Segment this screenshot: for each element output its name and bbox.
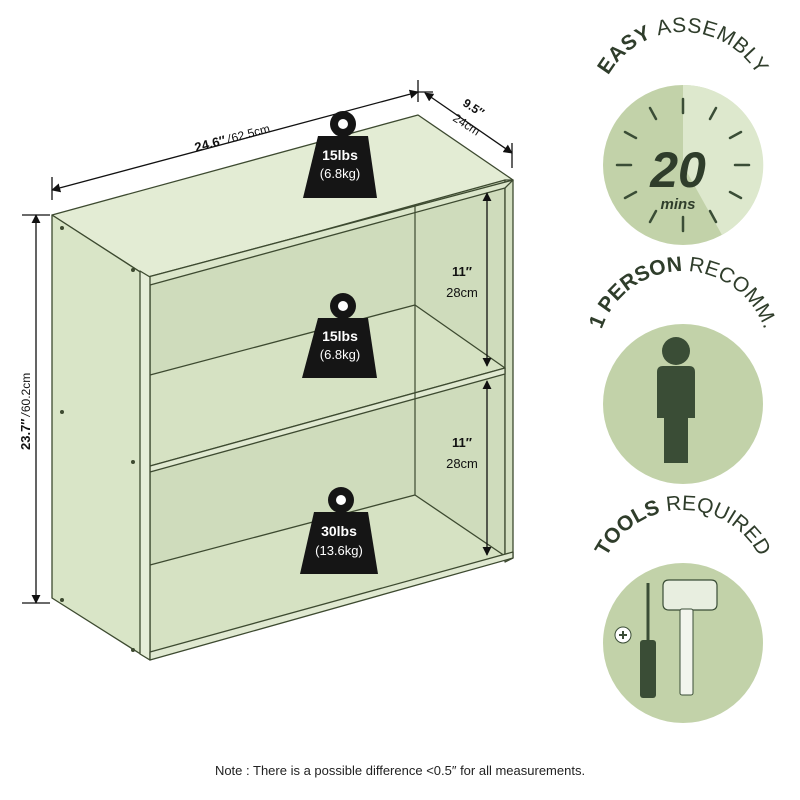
weight-icon-bottom: 30lbs (13.6kg) bbox=[300, 487, 378, 574]
assembly-badge: EASYASSEMBLY 20 mins bbox=[593, 14, 773, 245]
assembly-badge-title: EASYASSEMBLY bbox=[593, 14, 773, 78]
measurement-note: Note : There is a possible difference <0… bbox=[214, 763, 586, 778]
bottom-front-edge bbox=[149, 551, 514, 661]
screwdriver-icon bbox=[614, 583, 656, 698]
shelf-gap-bottom-imperial: 11″ bbox=[452, 435, 472, 450]
shelf-gap-bottom-metric: 28cm bbox=[446, 456, 478, 471]
svg-text:(6.8kg): (6.8kg) bbox=[320, 166, 360, 181]
bookcase bbox=[51, 114, 514, 661]
weight-icon-middle: 15lbs (6.8kg) bbox=[302, 293, 377, 378]
clock-ticks-icon bbox=[615, 97, 751, 233]
hammer-icon bbox=[662, 579, 718, 696]
svg-text:30lbs: 30lbs bbox=[321, 523, 357, 539]
width-label: 24.6″/62.5cm bbox=[193, 120, 271, 154]
svg-text:15lbs: 15lbs bbox=[322, 147, 358, 163]
svg-text:15lbs: 15lbs bbox=[322, 328, 358, 344]
person-icon bbox=[657, 337, 695, 463]
dimension-lines bbox=[22, 80, 513, 604]
assembly-minutes: 20 bbox=[649, 142, 706, 198]
shelf-gap-top-metric: 28cm bbox=[446, 285, 478, 300]
bookcase-right-side bbox=[504, 179, 514, 563]
svg-text:(6.8kg): (6.8kg) bbox=[320, 347, 360, 362]
assembly-time-wedge bbox=[683, 84, 764, 235]
assembly-unit: mins bbox=[660, 196, 695, 213]
shelf-gap-top-imperial: 11″ bbox=[452, 264, 472, 279]
bookcase-left-side bbox=[51, 214, 151, 661]
screw-dots bbox=[60, 226, 135, 652]
left-side-front-edge bbox=[139, 270, 151, 661]
weight-icon-top: 15lbs (6.8kg) bbox=[303, 111, 377, 198]
height-label: 23.7″/60.2cm bbox=[18, 373, 33, 450]
svg-text:(13.6kg): (13.6kg) bbox=[315, 543, 363, 558]
